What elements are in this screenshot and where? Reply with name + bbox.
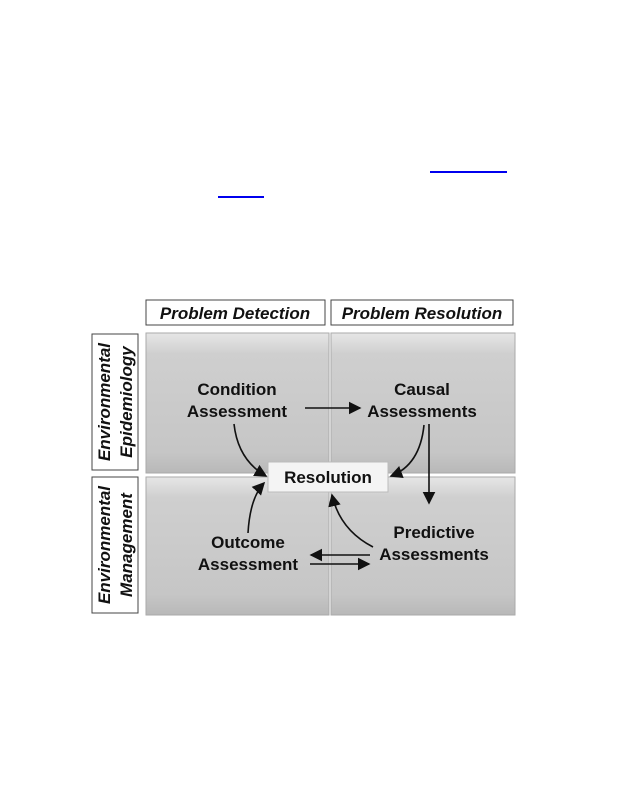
column-header-problem-detection: Problem Detection [145,299,326,326]
node-label: Outcome [211,533,285,552]
node-label: Assessments [379,545,489,564]
resolution-node: Resolution [267,461,389,493]
column-header-problem-resolution: Problem Resolution [330,299,514,326]
node-label: Condition [197,380,276,399]
arrow-predictive-to-resolution [328,493,374,548]
node-label: Assessment [198,555,299,574]
row-header-environmental-management: Environmental Management [91,476,139,614]
row-label: Environmental [95,485,114,604]
node-label: Resolution [284,468,372,487]
hyperlink-underline[interactable] [218,196,264,198]
row-header-environmental-epidemiology: Environmental Epidemiology [91,333,139,471]
row-label: Epidemiology [117,345,136,458]
header-label: Problem Detection [160,304,310,323]
arrow-condition-to-resolution [233,423,268,477]
node-label: Causal [394,380,450,399]
node-label: Assessment [187,402,288,421]
arrow-causal-to-resolution [389,424,425,479]
node-label: Assessments [367,402,477,421]
cell [145,332,330,474]
arrow-outcome-to-resolution [247,481,266,534]
row-label: Management [117,492,136,597]
header-label: Problem Resolution [342,304,503,323]
hyperlink-underline[interactable] [430,171,507,173]
node-label: Predictive [393,523,474,542]
outcome-assessment-node: Outcome Assessment [198,533,299,574]
predictive-assessments-node: Predictive Assessments [379,523,489,564]
condition-assessment-node: Condition Assessment [187,380,288,421]
cell [330,332,516,474]
cell [145,476,330,616]
row-label: Environmental [95,342,114,461]
causal-assessments-node: Causal Assessments [367,380,477,421]
